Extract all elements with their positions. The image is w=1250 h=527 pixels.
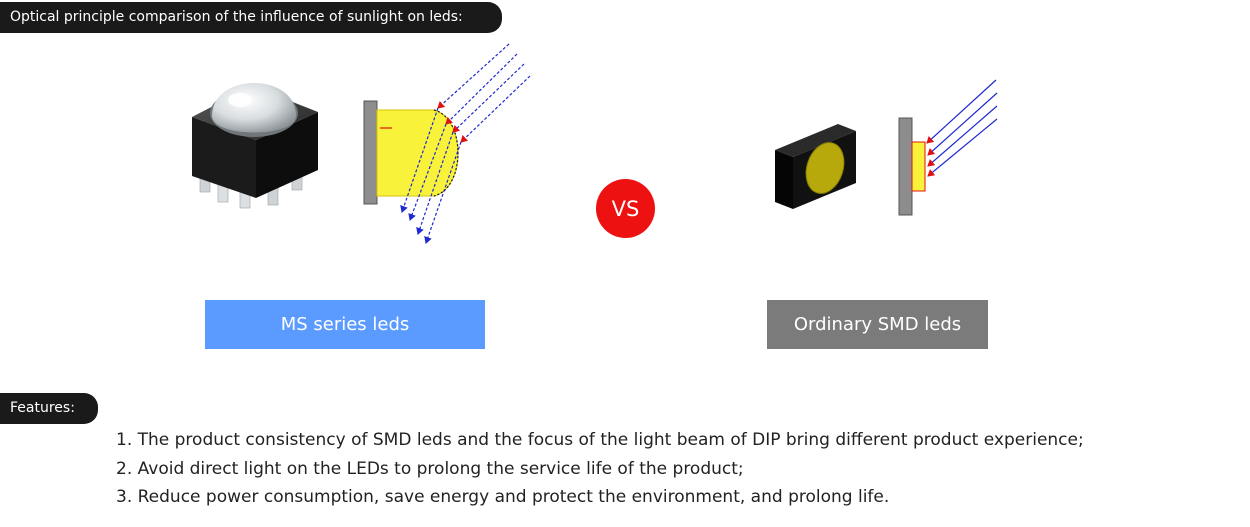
ms-optical-diagram [363, 43, 531, 244]
header-title: Optical principle comparison of the infl… [0, 2, 502, 33]
vs-badge: VS [596, 179, 655, 238]
smd-led-illustration [775, 124, 856, 209]
smd-optical-diagram [898, 79, 998, 216]
features-list: 1. The product consistency of SMD leds a… [116, 426, 1236, 512]
feature-item: 2. Avoid direct light on the LEDs to pro… [116, 458, 744, 479]
feature-item: 3. Reduce power consumption, save energy… [116, 487, 890, 507]
ms-series-label: MS series leds [205, 300, 485, 349]
feature-item: 1. The product consistency of SMD leds a… [116, 430, 1084, 450]
smd-label: Ordinary SMD leds [767, 300, 988, 349]
features-title: Features: [0, 393, 98, 424]
ms-led-illustration [192, 83, 318, 209]
